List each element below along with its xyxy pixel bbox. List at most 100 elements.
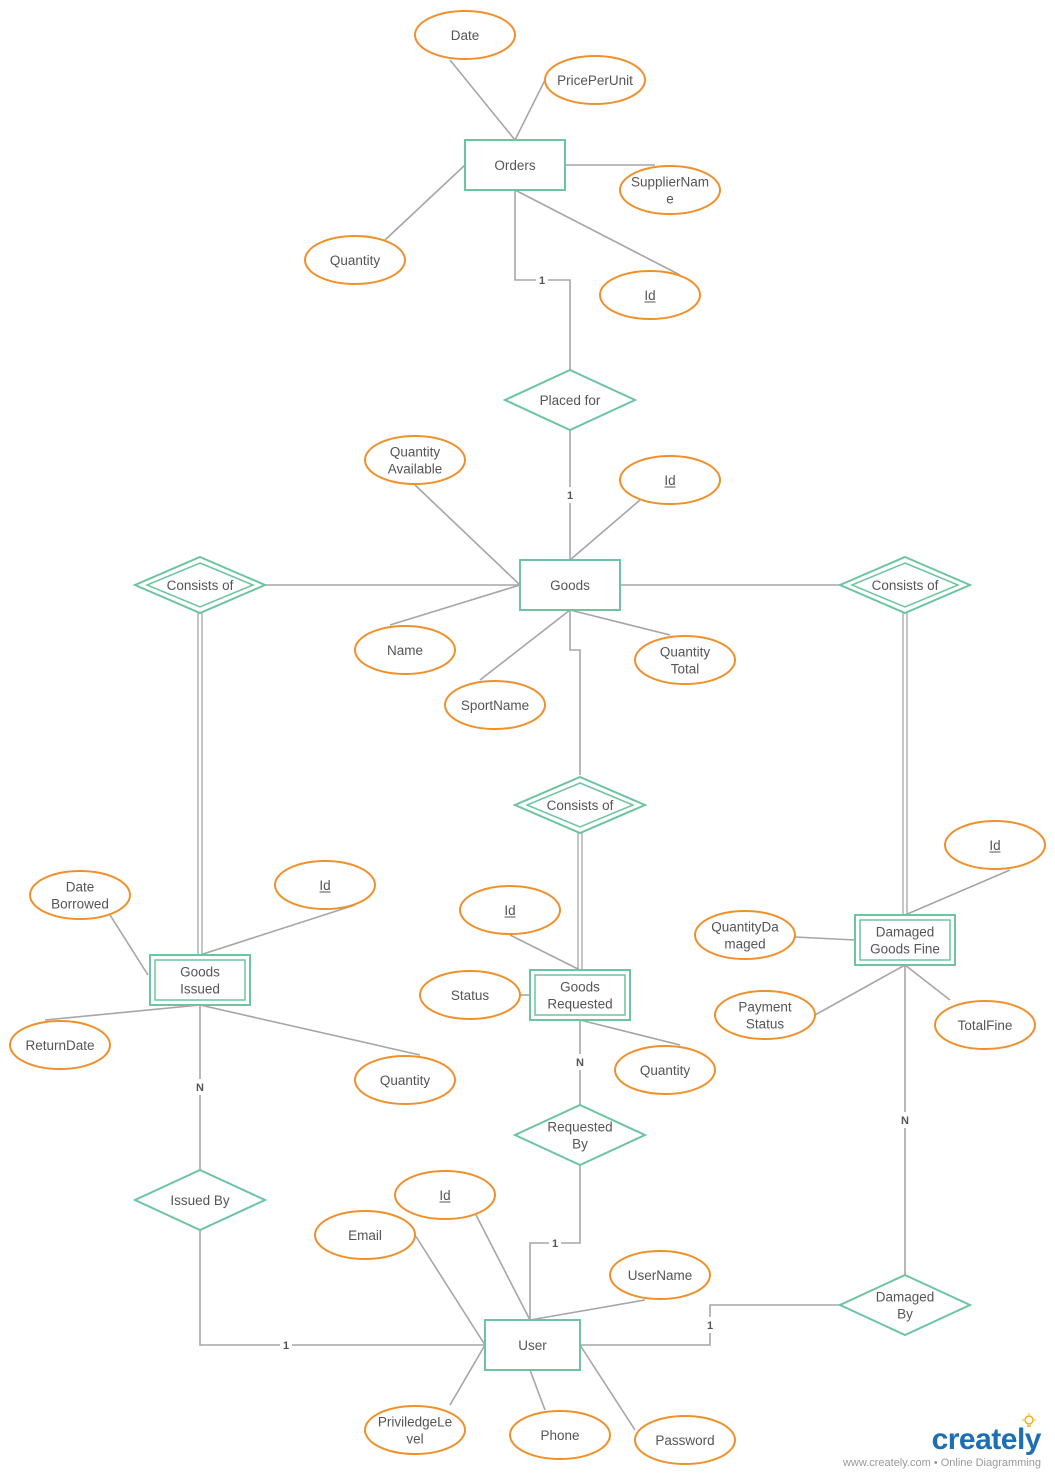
cardinality-requested-n-bg: [574, 1054, 586, 1070]
relationship-issued-by-diamond: [132, 1168, 268, 1232]
attribute-user-id-label: Id: [439, 1188, 450, 1203]
connector-line-27: [794, 936, 856, 941]
connector-line-16: [199, 904, 356, 956]
relationship-consists-of-right-label: Consists of: [872, 578, 939, 593]
attribute-orders-id-label: Id: [644, 288, 655, 303]
relationship-placed-for-label: Placed for: [540, 393, 601, 408]
attribute-requested-status-label: Status: [451, 988, 490, 1003]
creately-branding: creately www.creately.com • Online Diagr…: [842, 1425, 1042, 1470]
attribute-issued-quantity-ellipse: [354, 1055, 456, 1105]
attribute-user-username-label: UserName: [628, 1268, 693, 1283]
connector-line-15: [109, 914, 149, 976]
attribute-user-email-label: Email: [348, 1228, 382, 1243]
attribute-goods-id-label: Id: [664, 473, 675, 488]
connector-line-26: [904, 869, 1011, 916]
connector-line-28: [814, 964, 906, 1016]
connector-line-21: [509, 934, 581, 971]
entity-damaged-goods-fine-box: [854, 914, 956, 966]
entity-goods-issued-box: [149, 954, 251, 1006]
attribute-fine-qty-damaged-ellipse: [694, 910, 796, 960]
attribute-user-email-ellipse: [314, 1210, 416, 1260]
entity-goods-requested-inner-box: [534, 974, 626, 1016]
connector-line-36: [529, 1369, 546, 1411]
attribute-requested-status-ellipse: [419, 970, 521, 1020]
attribute-orders-price-ellipse: [544, 55, 646, 105]
connector-line-20: [199, 1230, 485, 1346]
attribute-goods-sportname-label: SportName: [461, 698, 529, 713]
entity-orders-label: Orders: [494, 158, 536, 173]
attribute-issued-returndate-ellipse: [9, 1020, 111, 1070]
relationship-issued-by-label: Issued By: [170, 1193, 230, 1208]
attribute-requested-id-ellipse: [459, 885, 561, 935]
connector-line-35: [449, 1344, 486, 1406]
connector-line-11: [389, 584, 521, 626]
connector-line-33: [474, 1212, 531, 1321]
relationship-consists-of-right-inner-diamond: [850, 562, 960, 608]
attribute-user-password-label: Password: [655, 1433, 714, 1448]
connector-line-12: [479, 609, 571, 681]
attribute-user-password-ellipse: [634, 1415, 736, 1465]
attribute-requested-quantity-ellipse: [614, 1045, 716, 1095]
cardinality-placed-goods: 1: [567, 490, 573, 502]
attribute-orders-quantity-label: Quantity: [330, 253, 381, 268]
relationship-consists-of-left-diamond: [132, 555, 268, 615]
cardinality-placed-goods-bg: [564, 487, 576, 503]
attribute-orders-supplier-ellipse: [619, 165, 721, 215]
connector-line-17: [44, 1004, 201, 1021]
attribute-orders-date-label: Date: [451, 28, 480, 43]
connector-line-32: [414, 1234, 486, 1346]
entity-user-box: [484, 1319, 581, 1371]
relationship-consists-of-left-label: Consists of: [167, 578, 234, 593]
attribute-issued-id-ellipse: [274, 860, 376, 910]
cardinality-fine-n: N: [901, 1115, 909, 1127]
connector-line-23: [579, 1019, 681, 1046]
creately-tagline: www.creately.com • Online Diagramming: [842, 1457, 1041, 1469]
connector-line-4: [514, 189, 681, 276]
entity-goods-label: Goods: [550, 578, 590, 593]
attribute-goods-name-label: Name: [387, 643, 423, 658]
attribute-user-id-ellipse: [394, 1170, 496, 1220]
relationship-consists-of-middle-label: Consists of: [547, 798, 614, 813]
cardinality-damaged-user-bg: [704, 1317, 716, 1333]
connector-line-1: [514, 79, 546, 141]
connector-line-8: [569, 499, 641, 561]
entity-damaged-goods-fine-inner-box: [859, 919, 951, 961]
entity-orders-box: [464, 139, 566, 191]
attribute-user-phone-ellipse: [509, 1410, 611, 1460]
cardinality-requested-n: N: [576, 1057, 584, 1069]
entity-user-label: User: [518, 1338, 547, 1353]
attribute-issued-quantity-label: Quantity: [380, 1073, 431, 1088]
cardinality-requested-user-bg: [549, 1235, 561, 1251]
attribute-orders-id-ellipse: [599, 270, 701, 320]
cardinality-damaged-user: 1: [707, 1320, 713, 1332]
connector-line-7: [414, 484, 521, 586]
attribute-fine-totalfine-ellipse: [934, 1000, 1036, 1050]
relationship-consists-of-middle-diamond: [512, 775, 648, 835]
attribute-goods-id-ellipse: [619, 455, 721, 505]
cardinality-orders-placed: 1: [539, 275, 545, 287]
lightbulb-icon: [1021, 1413, 1037, 1429]
attribute-goods-qty-total-ellipse: [634, 635, 736, 685]
attribute-orders-quantity-ellipse: [304, 235, 406, 285]
cardinality-issued-user: 1: [283, 1340, 289, 1352]
entity-goods-requested-box: [529, 969, 631, 1021]
attribute-user-username-ellipse: [609, 1250, 711, 1300]
attribute-issued-returndate-label: ReturnDate: [25, 1038, 94, 1053]
relationship-consists-of-middle-inner-diamond: [525, 782, 635, 828]
attribute-issued-id-label: Id: [319, 878, 330, 893]
connector-line-37: [579, 1344, 636, 1431]
cardinality-fine-n-bg: [899, 1112, 911, 1128]
attribute-fine-totalfine-label: TotalFine: [958, 1018, 1013, 1033]
attribute-issued-date-borrowed-ellipse: [29, 870, 131, 920]
attribute-orders-date-ellipse: [414, 10, 516, 60]
